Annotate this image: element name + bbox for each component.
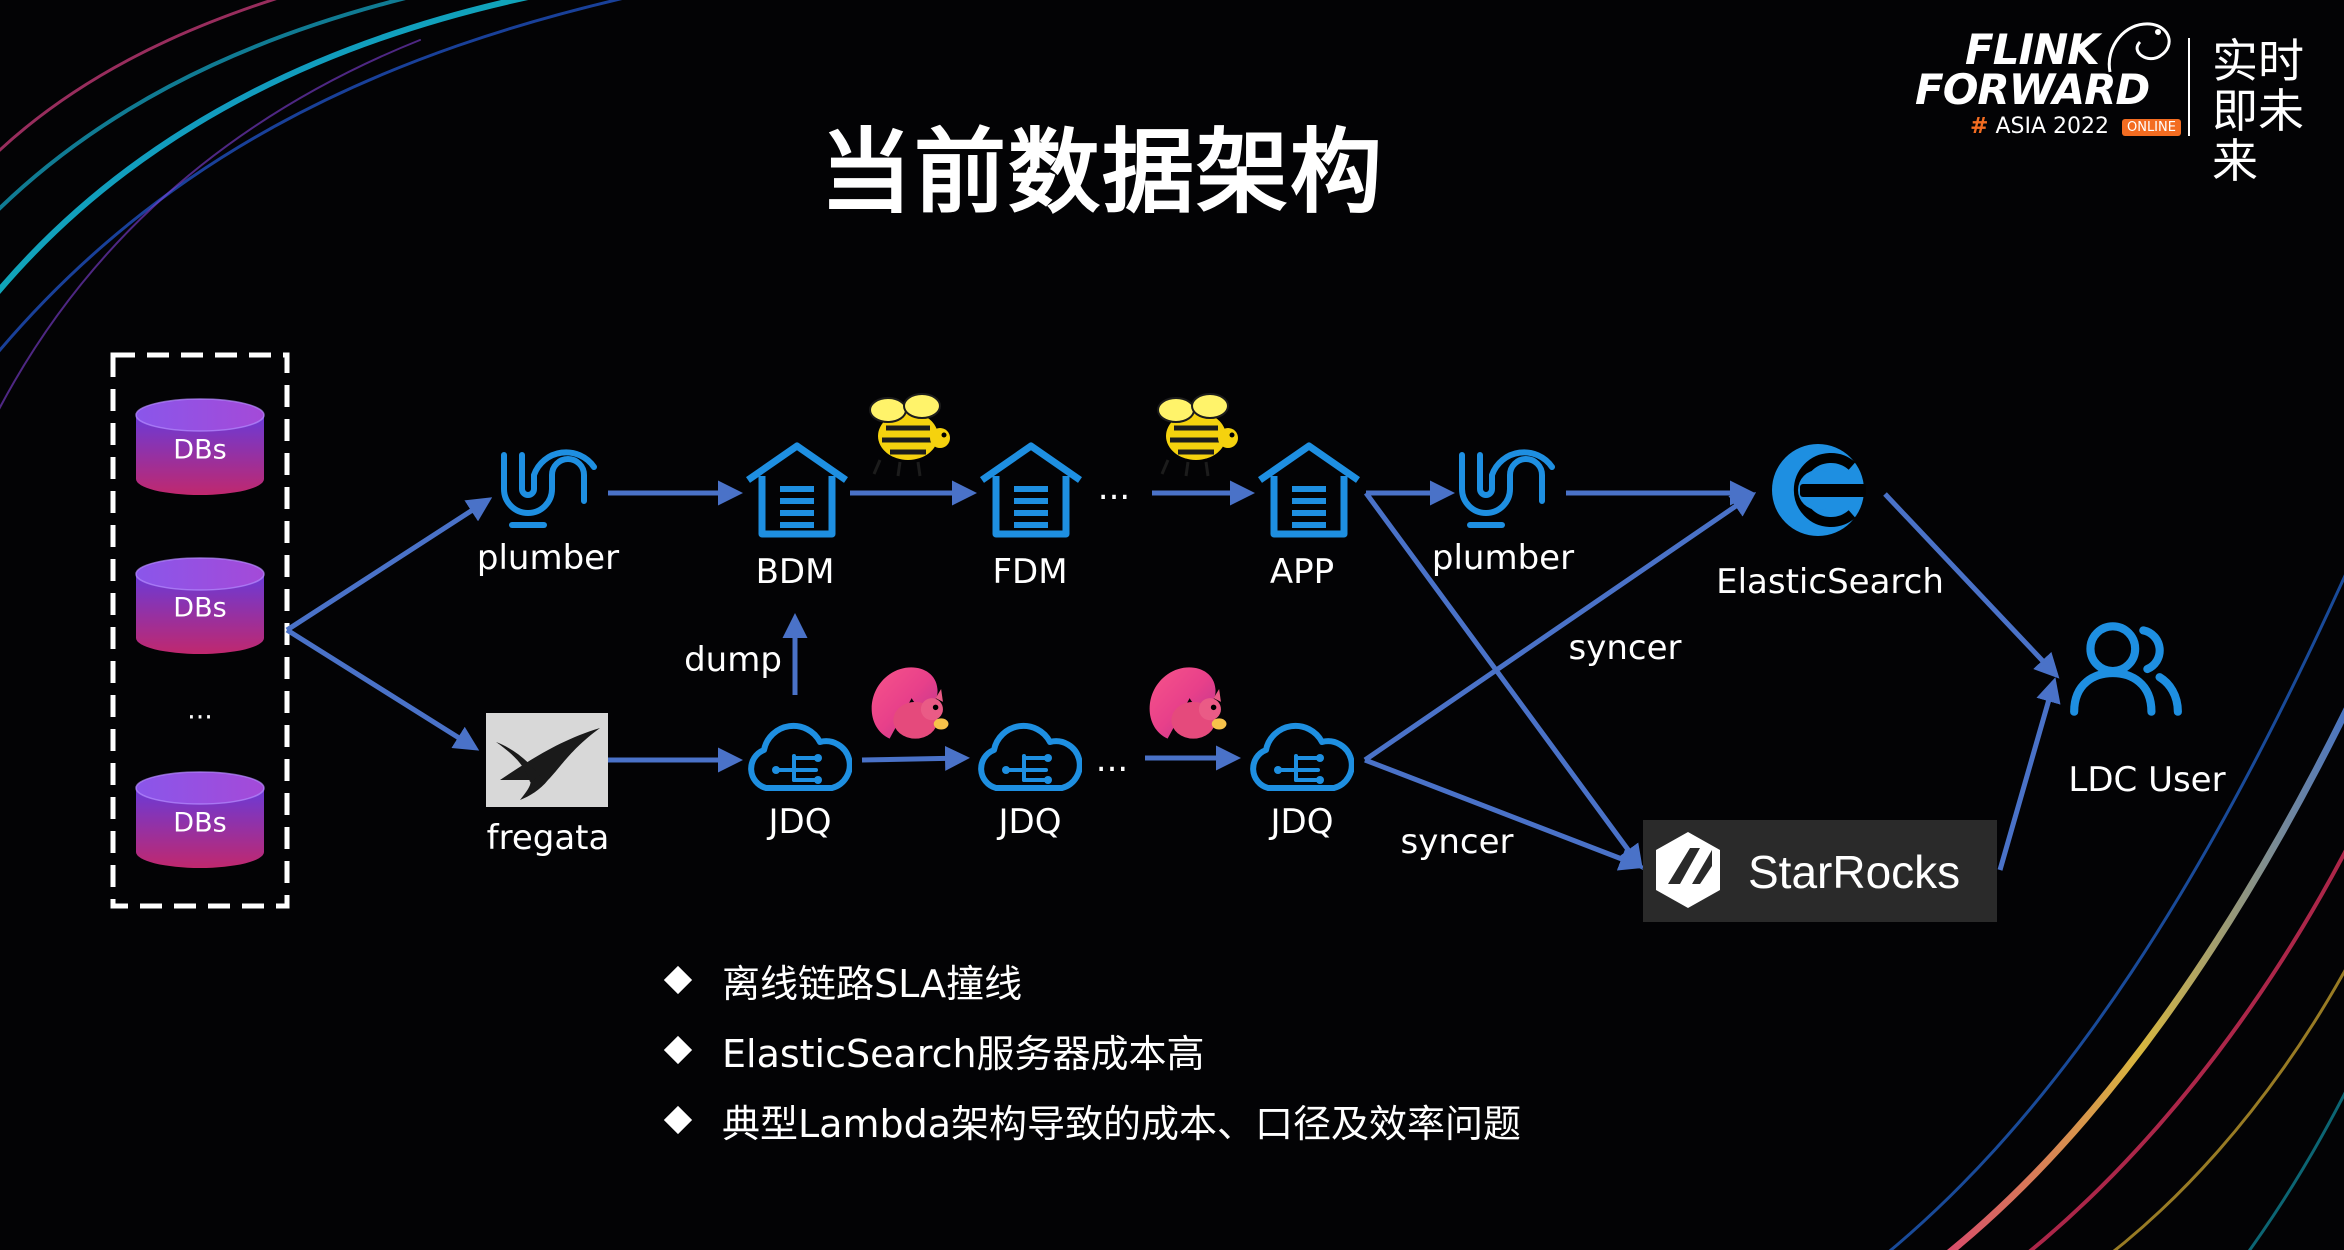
- jdq-cloud-icon-1: [751, 726, 850, 788]
- ellipsis-top: ...: [1097, 468, 1131, 508]
- flink-squirrel-icon-2: [1149, 667, 1227, 739]
- node-label-fregata: fregata: [486, 818, 610, 858]
- arrow-es-user: [1883, 492, 2060, 679]
- arrow-app-starrocks: [1363, 491, 1643, 871]
- node-label-plumber: plumber: [476, 538, 620, 578]
- issue-text: 离线链路SLA撞线: [722, 961, 1023, 1006]
- diamond-bullet-icon: [663, 965, 693, 995]
- issue-item: 离线链路SLA撞线: [660, 945, 1521, 1015]
- edge-label-syncer-top: syncer: [1568, 628, 1682, 668]
- node-label-app: APP: [1269, 552, 1335, 592]
- db-ellipsis: ...: [187, 694, 213, 726]
- issue-list: 离线链路SLA撞线 ElasticSearch服务器成本高 典型Lambda架构…: [660, 945, 1521, 1155]
- page-title: 当前数据架构: [820, 119, 1385, 226]
- frigate-bird-icon: [486, 713, 608, 807]
- jdq-cloud-icon-3: [1253, 726, 1352, 788]
- arrow-dbs-plumber: [285, 497, 493, 633]
- warehouse-icon-fdm: [982, 446, 1080, 534]
- arrow-jdq-es: [1363, 492, 1757, 763]
- issue-item: 典型Lambda架构导致的成本、口径及效率问题: [660, 1085, 1521, 1155]
- warehouse-icon-app: [1260, 446, 1358, 534]
- logo-badge: ONLINE: [2121, 118, 2181, 136]
- plumber-icon: [504, 452, 594, 525]
- plumber-icon-2: [1462, 452, 1552, 525]
- logo-event: ASIA 2022: [1995, 114, 2109, 139]
- logo-line1: FLINK: [1965, 25, 2100, 74]
- diamond-bullet-icon: [663, 1105, 693, 1135]
- node-label-fdm: FDM: [992, 552, 1068, 592]
- node-label-jdq-1: JDQ: [768, 802, 832, 842]
- db-label-2: DBs: [173, 592, 227, 624]
- jdq-cloud-icon-2: [981, 726, 1080, 788]
- arrow-jdq-starrocks: [1364, 757, 1645, 871]
- node-label-bdm: BDM: [755, 552, 835, 592]
- flink-forward-logo: FLINK FORWARD # ASIA 2022 ONLINE: [1915, 25, 2181, 139]
- hive-bee-icon-1: [870, 394, 950, 476]
- logo-hash: #: [1970, 114, 1989, 139]
- edge-label-syncer-bottom: syncer: [1400, 822, 1514, 862]
- elasticsearch-icon: [1772, 444, 1866, 536]
- node-label-elasticsearch: ElasticSearch: [1716, 562, 1944, 602]
- squirrel-logo-icon: [2107, 22, 2171, 73]
- arrow-jdq-jdq: [861, 745, 970, 771]
- warehouse-icon-bdm: [748, 446, 846, 534]
- flink-squirrel-icon-1: [871, 667, 949, 739]
- arrow-starrocks-user: [1997, 677, 2061, 871]
- logo-line2: FORWARD: [1915, 65, 2150, 114]
- node-label-jdq-3: JDQ: [1270, 802, 1334, 842]
- users-icon: [2074, 626, 2178, 711]
- ellipsis-bottom: ...: [1095, 740, 1129, 780]
- starrocks-logo-icon: [1656, 832, 1720, 908]
- issue-text: ElasticSearch服务器成本高: [722, 1031, 1205, 1076]
- node-label-ldc-user: LDC User: [2068, 760, 2226, 800]
- node-label-jdq-2: JDQ: [998, 802, 1062, 842]
- starrocks-text: StarRocks: [1748, 846, 1961, 898]
- issue-text: 典型Lambda架构导致的成本、口径及效率问题: [722, 1101, 1522, 1146]
- logo-slogan: 实时即未来: [2212, 34, 2304, 188]
- edge-label-dump: dump: [684, 640, 782, 680]
- db-label-3: DBs: [173, 807, 227, 839]
- node-label-plumber-2: plumber: [1431, 538, 1575, 578]
- logo-divider: [2188, 38, 2190, 136]
- hive-bee-icon-2: [1158, 394, 1238, 476]
- issue-item: ElasticSearch服务器成本高: [660, 1015, 1521, 1085]
- db-label-1: DBs: [173, 434, 227, 466]
- arrows: [285, 480, 2061, 871]
- diamond-bullet-icon: [663, 1035, 693, 1065]
- arrow-dbs-fregata: [285, 627, 480, 751]
